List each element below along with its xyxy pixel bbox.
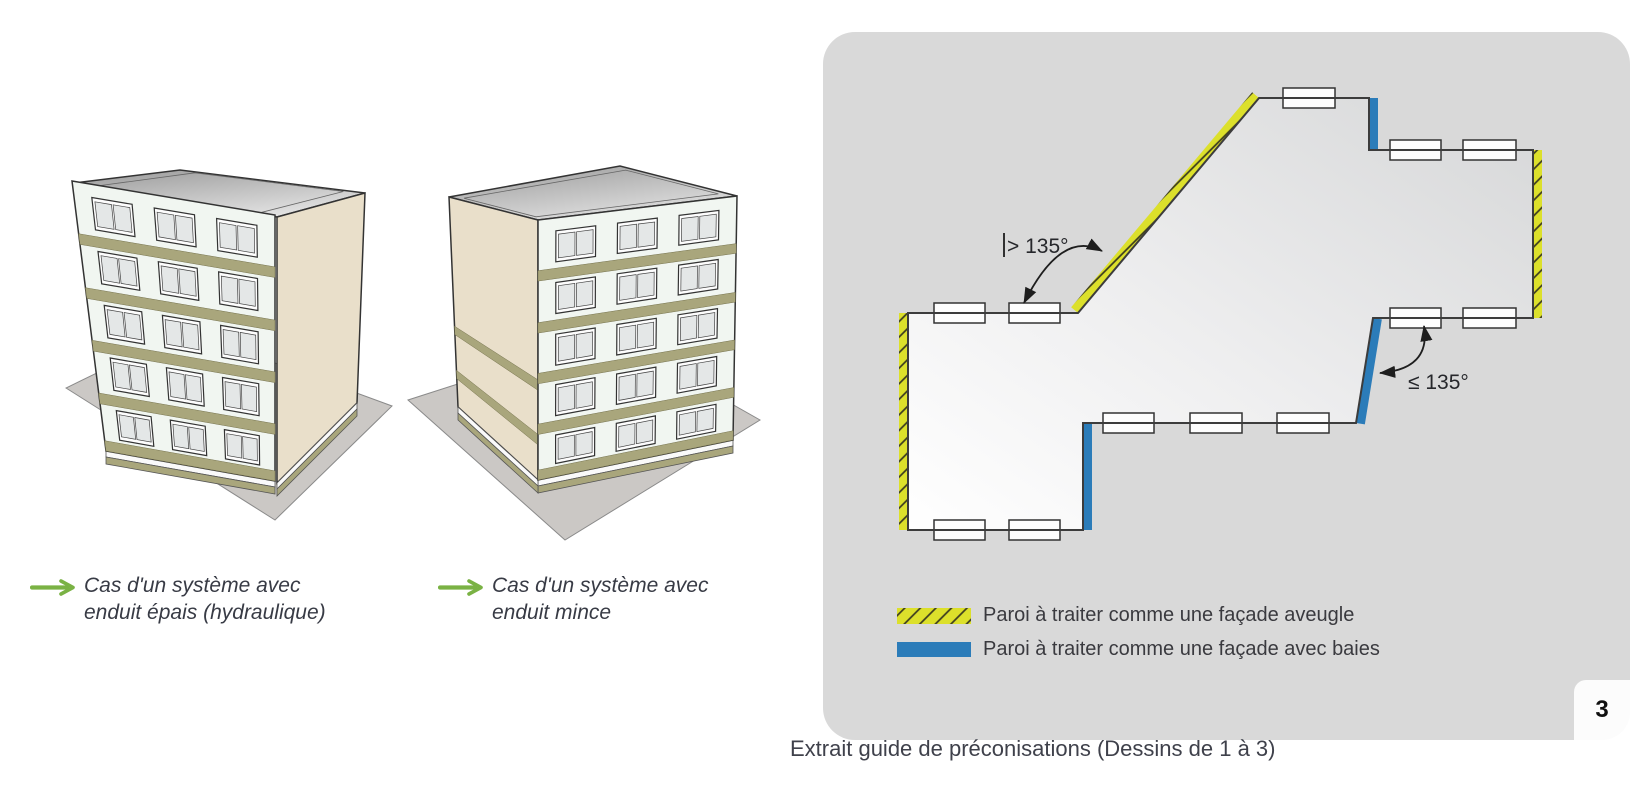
plan-wall-outline xyxy=(907,97,1534,531)
angle-arc xyxy=(1023,238,1103,304)
caption-line: enduit épais (hydraulique) xyxy=(84,601,326,624)
angle-annotation-less-equal: ≤ 135° xyxy=(1378,325,1469,394)
openings-facade-walls xyxy=(1083,98,1382,530)
green-arrow-icon xyxy=(438,579,483,596)
angle-arc xyxy=(1378,325,1433,378)
legend-label: Paroi à traiter comme une façade avec ba… xyxy=(983,638,1380,660)
angle-annotation-greater: > 135° xyxy=(1003,233,1103,304)
legend-swatch-yellow-hatched-icon xyxy=(897,607,971,624)
caption-line: enduit mince xyxy=(492,601,612,624)
legend-item-openings-facade: Paroi à traiter comme une façade avec ba… xyxy=(897,638,1380,661)
caption-line: Cas d'un système avec xyxy=(492,574,709,597)
floor-plan-diagram: > 135° ≤ 135° xyxy=(899,87,1542,541)
plan-legend: Paroi à traiter comme une façade aveugle… xyxy=(897,604,1380,661)
angle-label-less-equal: ≤ 135° xyxy=(1408,371,1469,394)
legend-label: Paroi à traiter comme une façade aveugle xyxy=(983,604,1355,626)
legend-swatch-blue-icon xyxy=(897,642,971,657)
caption-line: Cas d'un système avec xyxy=(84,574,301,597)
plan-interior xyxy=(908,98,1533,530)
building-thick-render-illustration xyxy=(64,169,393,521)
caption-thin-render: Cas d'un système avec enduit mince xyxy=(492,572,708,626)
figure-caption: Extrait guide de préconisations (Dessins… xyxy=(790,736,1276,761)
blind-facade-walls xyxy=(899,92,1542,530)
caption-thick-render: Cas d'un système avec enduit épais (hydr… xyxy=(84,572,326,626)
figure-number-badge: 3 xyxy=(1574,680,1630,740)
legend-item-blind-facade: Paroi à traiter comme une façade aveugle xyxy=(897,604,1380,627)
building-thin-render-illustration xyxy=(407,165,761,541)
plan-panel: > 135° ≤ 135° Paroi à traiter comme une … xyxy=(823,32,1630,740)
green-arrow-icon xyxy=(30,579,75,596)
